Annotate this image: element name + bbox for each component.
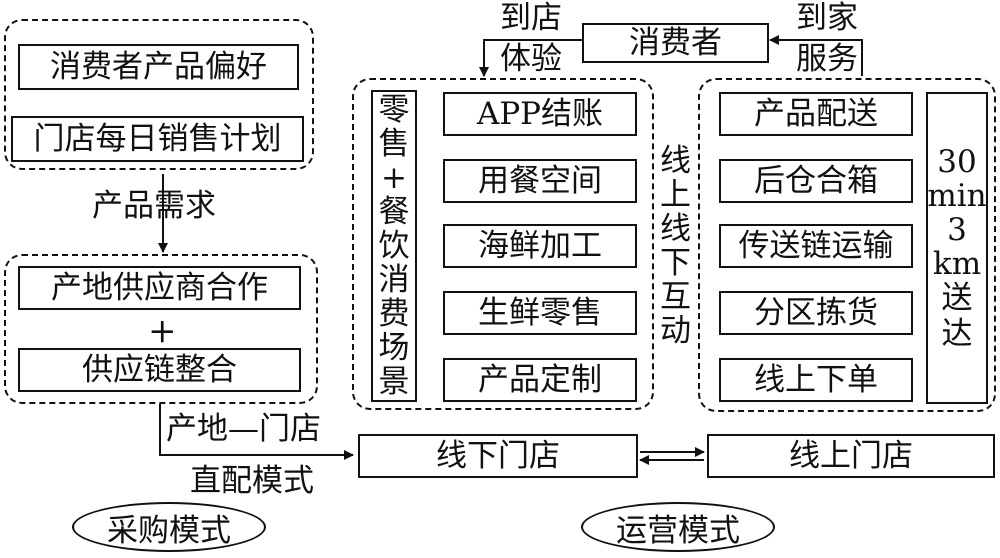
back-warehouse-box: 后仓合箱 <box>719 159 913 203</box>
consumer-preference-box: 消费者产品偏好 <box>18 44 299 90</box>
fresh-retail-box: 生鲜零售 <box>443 291 637 335</box>
scene-char: 费 <box>378 296 410 332</box>
interaction-char: 下 <box>660 245 691 281</box>
promise-text: 3 <box>947 212 967 248</box>
promise-text: km <box>932 246 982 282</box>
interaction-char: 动 <box>660 313 691 349</box>
direct-label-line2: 直配模式 <box>190 463 314 499</box>
consumer-box: 消费者 <box>582 23 769 63</box>
app-checkout-box: APP结账 <box>443 92 637 136</box>
retail-scene-group <box>352 78 654 410</box>
demand-label: 产品需求 <box>92 188 216 224</box>
interaction-char: 线 <box>660 211 691 247</box>
offline-store-box: 线下门店 <box>358 434 638 478</box>
scene-char: 餐 <box>378 194 410 230</box>
supply-chain-box: 供应链整合 <box>18 348 301 392</box>
promise-text: min <box>927 178 987 214</box>
procurement-mode-label: 采购模式 <box>72 502 266 552</box>
delivery-group <box>698 78 996 412</box>
scene-char: 售 <box>378 126 410 162</box>
promise-text: 达 <box>941 316 973 352</box>
store-sales-plan-box: 门店每日销售计划 <box>11 116 304 162</box>
scene-char: + <box>381 160 407 196</box>
online-offline-interaction-label: 线 上 线 下 互 动 <box>660 144 691 348</box>
product-delivery-box: 产品配送 <box>719 92 913 136</box>
scene-char: 场 <box>378 330 410 366</box>
promise-text: 30 <box>937 144 977 180</box>
online-order-box: 线上下单 <box>719 358 913 402</box>
dining-space-box: 用餐空间 <box>443 159 637 203</box>
promise-text: 送 <box>941 280 973 316</box>
supply-group <box>4 254 318 404</box>
scene-char: 饮 <box>378 228 410 264</box>
zone-picking-box: 分区拣货 <box>719 291 913 335</box>
online-store-box: 线上门店 <box>707 434 995 478</box>
direct-supply-arrow <box>159 404 354 460</box>
seafood-processing-box: 海鲜加工 <box>443 224 637 268</box>
retail-dining-scene-box: 零 售 + 餐 饮 消 费 场 景 <box>371 90 417 402</box>
scene-char: 零 <box>378 92 410 128</box>
conveyor-transport-box: 传送链运输 <box>719 224 913 268</box>
product-customization-box: 产品定制 <box>443 358 637 402</box>
plus-sign: + <box>148 311 177 351</box>
origin-supplier-box: 产地供应商合作 <box>18 266 301 310</box>
delivery-label-2: 服务 <box>796 41 858 77</box>
home-delivery-arrow <box>769 35 863 76</box>
interaction-char: 上 <box>660 177 691 213</box>
in-store-label-2: 体验 <box>500 41 562 77</box>
in-store-label-1: 到店 <box>500 0 562 36</box>
interaction-char: 线 <box>660 143 691 179</box>
scene-char: 景 <box>378 364 410 400</box>
operation-mode-label: 运营模式 <box>581 502 775 552</box>
interaction-char: 互 <box>660 279 691 315</box>
in-store-arrow <box>479 39 582 77</box>
demand-source-group <box>4 19 314 170</box>
delivery-label-1: 到家 <box>796 0 858 36</box>
scene-char: 消 <box>378 262 410 298</box>
delivery-promise-box: 30 min 3 km 送 达 <box>926 92 988 404</box>
direct-label-line1: 产地—门店 <box>166 411 321 447</box>
